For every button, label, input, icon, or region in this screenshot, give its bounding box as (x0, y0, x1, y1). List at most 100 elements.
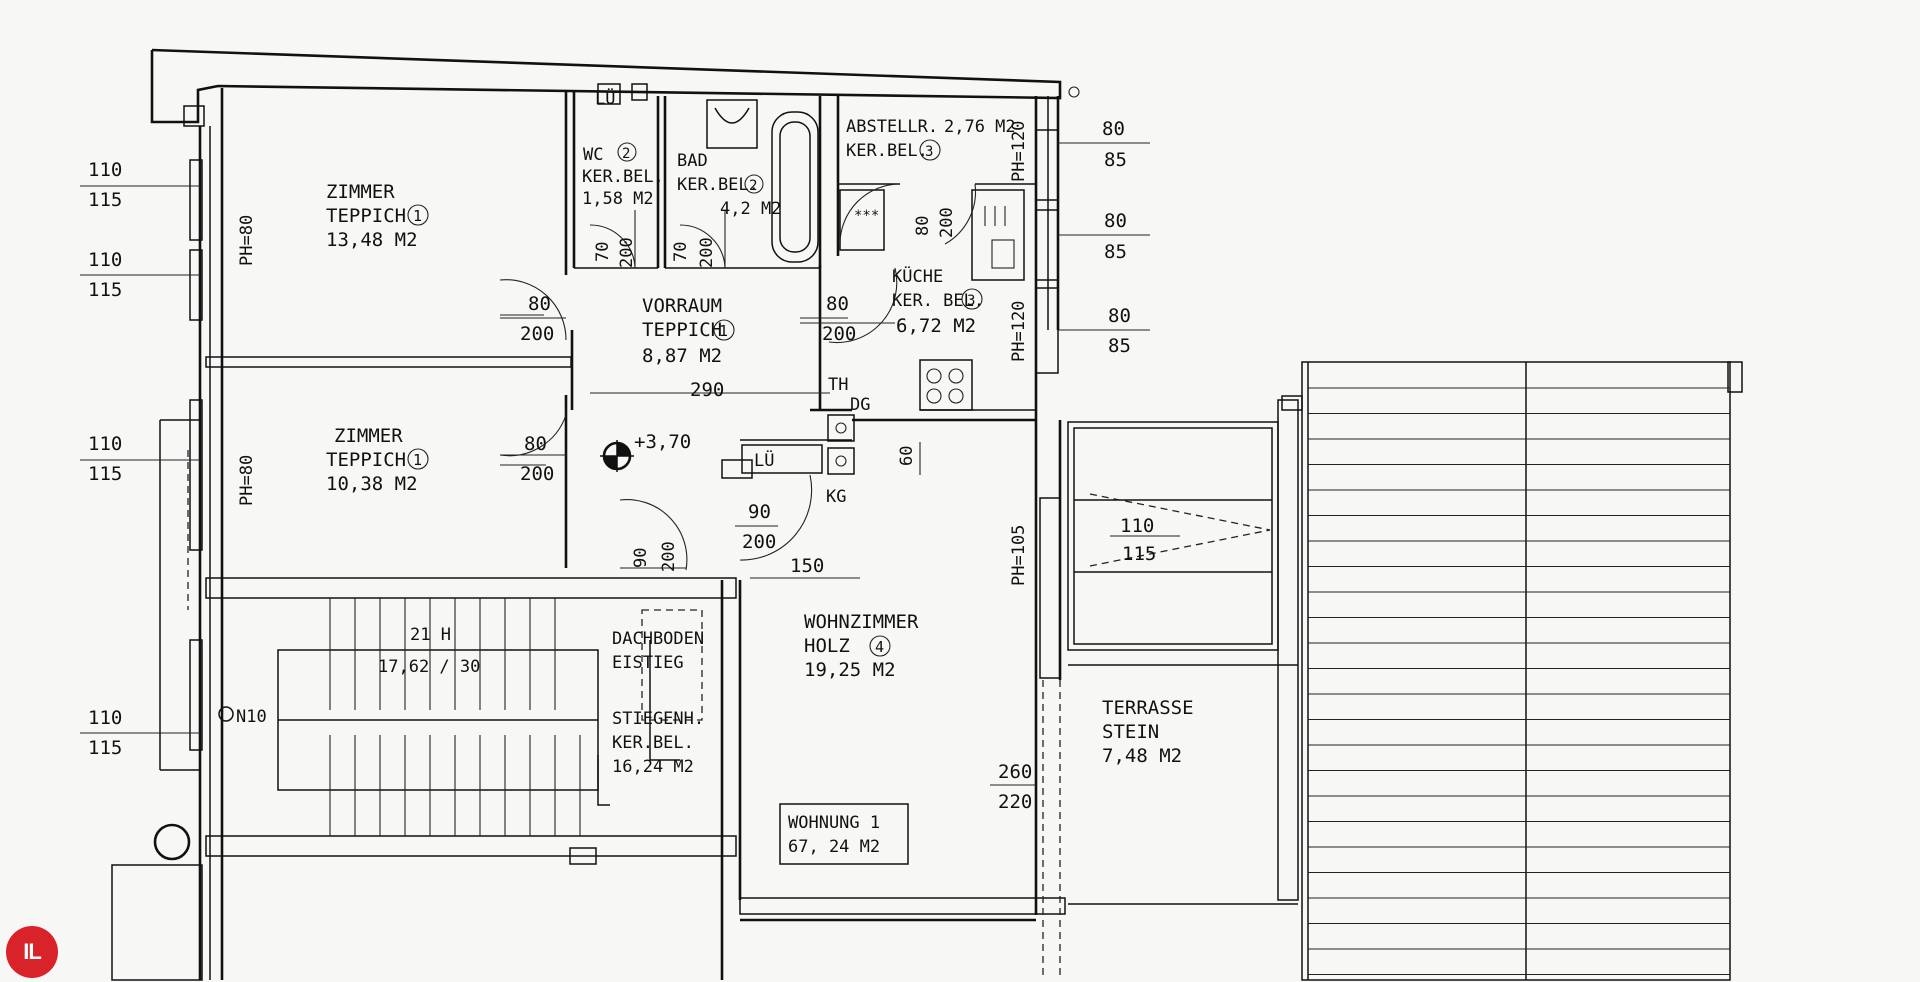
treppe-line2: 17,62 / 30 (378, 657, 480, 677)
d-bad-b: 200 (697, 237, 717, 268)
abstellr-name: ABSTELLR. (846, 117, 938, 137)
door-top: 260 (998, 761, 1032, 783)
w3-bot: 115 (88, 463, 122, 485)
room-labels: ZIMMER TEPPICH 13,48 M2 1 ZIMMER TEPPICH… (326, 117, 1194, 865)
vorraum-num: 1 (719, 322, 728, 340)
th-label: TH (828, 375, 848, 395)
wc-num: 2 (622, 146, 630, 162)
ph-80b: PH=80 (237, 455, 257, 506)
dg-label: DG (850, 395, 870, 415)
d-ku-top: 80 (826, 293, 849, 315)
zimmer1-area: 13,48 M2 (326, 229, 418, 251)
abstellr-floor: KER.BEL. (846, 141, 928, 161)
kueche-name: KÜCHE (892, 265, 943, 287)
zimmer2-area: 10,38 M2 (326, 473, 418, 495)
wohnzimmer-num: 4 (875, 638, 884, 656)
w1-bot: 115 (88, 189, 122, 211)
d-ku-bot: 200 (822, 323, 856, 345)
d-z2-bot: 200 (520, 463, 554, 485)
n10-label: N10 (236, 707, 267, 727)
wohnzimmer-area: 19,25 M2 (804, 659, 896, 681)
exterior-walls (111, 88, 1062, 981)
d-ab-b: 200 (937, 207, 957, 238)
n10-marker (218, 706, 234, 722)
ph-80a: PH=80 (237, 215, 257, 266)
zimmer1-num: 1 (413, 207, 422, 225)
door-bot: 220 (998, 791, 1032, 813)
d-z1-top: 80 (528, 293, 551, 315)
d-wz-top: 90 (748, 501, 771, 523)
r2-bot: 85 (1104, 241, 1127, 263)
d-bad-a: 70 (671, 242, 691, 262)
terr-bot: 115 (1122, 543, 1156, 565)
terrasse-floor: STEIN (1102, 721, 1159, 743)
w3-top: 110 (88, 433, 122, 455)
lue2-label: LÜ (754, 449, 774, 471)
kueche-area: 6,72 M2 (896, 315, 976, 337)
ph-105: PH=105 (1009, 525, 1029, 586)
bad-name: BAD (677, 151, 708, 171)
roof-eave (150, 48, 1080, 127)
terrace (1042, 399, 1299, 980)
d-ent-b: 200 (659, 541, 679, 572)
d-ent-a: 90 (631, 548, 651, 568)
wc-area: 1,58 M2 (582, 189, 654, 209)
vorraum-name: VORRAUM (642, 295, 722, 317)
zimmer1-floor: TEPPICH (326, 205, 406, 227)
w2-top: 110 (88, 249, 122, 271)
staircase (277, 598, 703, 836)
w4-top: 110 (88, 707, 122, 729)
interior-walls (205, 90, 1066, 980)
stiegenhaus-floor: KER.BEL. (612, 733, 694, 753)
r1-bot: 85 (1104, 149, 1127, 171)
door-swings (499, 183, 977, 571)
r3-bot: 85 (1108, 335, 1131, 357)
d-z2-top: 80 (524, 433, 547, 455)
balcony-grid (1281, 361, 1743, 981)
terr-top: 110 (1120, 515, 1154, 537)
kueche-floor: KER. BEL. (892, 291, 984, 311)
elevation-label: +3,70 (634, 431, 691, 453)
wohnzimmer-floor: HOLZ (804, 635, 850, 657)
brand-logo: IL (6, 926, 58, 978)
d-wc-a: 70 (593, 242, 613, 262)
d-wc-b: 200 (617, 237, 637, 268)
w150-label: 150 (790, 555, 824, 577)
stiegenhaus-name: STIEGENH. (612, 709, 704, 729)
d-wz-bot: 200 (742, 531, 776, 553)
r1-top: 80 (1102, 118, 1125, 140)
d-ab-a: 80 (913, 216, 933, 236)
ph-120b: PH=120 (1009, 301, 1029, 362)
w1-top: 110 (88, 159, 122, 181)
bad-floor: KER.BEL. (677, 175, 759, 195)
w290-label: 290 (690, 379, 724, 401)
fixtures: *** (597, 83, 1025, 479)
wohnzimmer-name: WOHNZIMMER (804, 611, 919, 633)
w60-label: 60 (897, 446, 917, 466)
terrasse-area: 7,48 M2 (1102, 745, 1182, 767)
misc-labels: +3,70 KG TH DG LÜ LÜ N10 (236, 87, 870, 727)
d-z1-bot: 200 (520, 323, 554, 345)
r2-top: 80 (1104, 210, 1127, 232)
vorraum-floor: TEPPICH (642, 319, 722, 341)
abstellr-area: 2,76 M2 (944, 117, 1016, 137)
zimmer2-name: ZIMMER (334, 425, 403, 447)
stiegenhaus-area: 16,24 M2 (612, 757, 694, 777)
zimmer1-name: ZIMMER (326, 181, 395, 203)
svg-text:***: *** (854, 208, 879, 224)
elevation-marker (600, 440, 634, 472)
vorraum-area: 8,87 M2 (642, 345, 722, 367)
bad-num: 2 (749, 178, 757, 194)
dachboden-line2: EISTIEG (612, 653, 684, 673)
lue-label: LÜ (595, 87, 615, 109)
bad-area: 4,2 M2 (720, 199, 781, 219)
wc-floor: KER.BEL. (582, 167, 664, 187)
w4-bot: 115 (88, 737, 122, 759)
apartment-name: WOHNUNG 1 (788, 813, 880, 833)
dimension-lines (80, 142, 1180, 786)
wc-name: WC (583, 145, 603, 165)
kueche-num: 3 (967, 293, 975, 309)
r3-top: 80 (1108, 305, 1131, 327)
zimmer2-floor: TEPPICH (326, 449, 406, 471)
